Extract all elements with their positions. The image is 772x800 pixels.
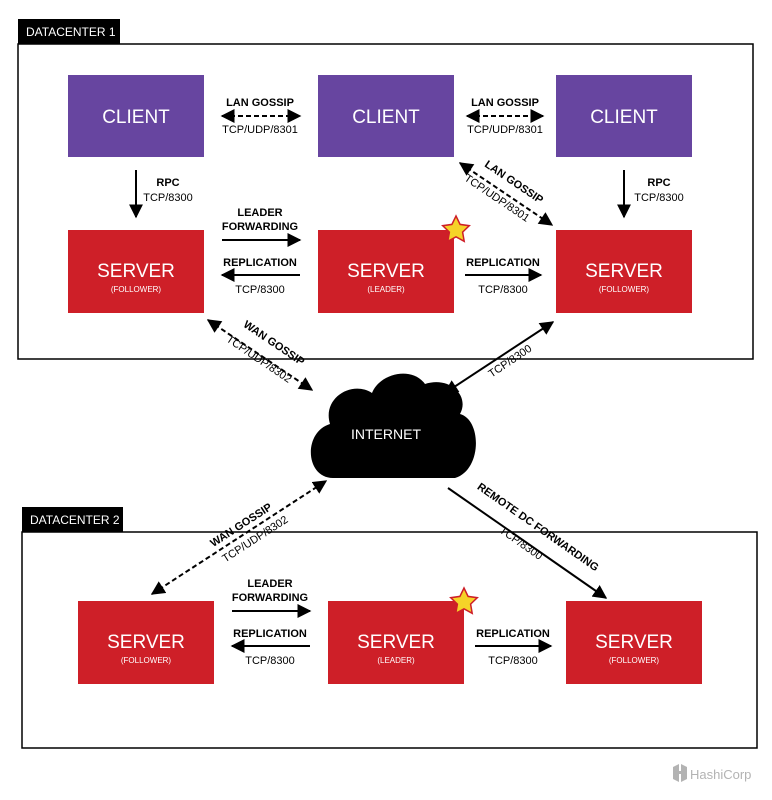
server-node-dc2-leader: SERVER (LEADER) [328,586,479,684]
server-title: SERVER [347,261,425,282]
internet-cloud: INTERNET [310,373,476,478]
replication-port: TCP/8300 [478,284,528,296]
replication-port: TCP/8300 [245,655,295,667]
rpc-label: RPC [647,177,670,189]
replication-port: TCP/8300 [488,655,538,667]
client-node-3: CLIENT [556,75,692,157]
client-node-2-title: CLIENT [352,107,420,128]
server-title: SERVER [97,261,175,282]
lan-gossip-port: TCP/UDP/8301 [222,124,298,136]
tcp-link-dc1-right: TCP/8300 [443,321,555,394]
lan-gossip-link-2: LAN GOSSIP TCP/UDP/8301 [465,97,545,136]
leader-forwarding-line2: FORWARDING [222,221,298,233]
datacenter-2: DATACENTER 2 SERVER (FOLLOWER) SERVER (L… [21,507,758,749]
client-node-1: CLIENT [68,75,204,157]
leader-forwarding-line1: LEADER [237,207,282,219]
remote-dc-forwarding-arrow [447,487,608,599]
rpc-port: TCP/8300 [634,192,684,204]
hashicorp-logo-icon [673,764,687,782]
cloud-icon [310,373,476,478]
internet-label: INTERNET [351,426,421,442]
server-title: SERVER [357,632,435,653]
lan-gossip-link-1: LAN GOSSIP TCP/UDP/8301 [220,97,302,136]
server-role: (FOLLOWER) [609,656,660,665]
lan-gossip-link-diagonal: LAN GOSSIP TCP/UDP/8301 [458,159,554,226]
wan-gossip-link-dc2: WAN GOSSIP TCP/UDP/8302 [150,480,328,595]
client-node-2: CLIENT [318,75,454,157]
server-role: (LEADER) [377,656,415,665]
wan-gossip-link-dc1: WAN GOSSIP TCP/UDP/8302 [206,319,314,391]
lan-gossip-label: LAN GOSSIP [471,97,539,109]
lan-gossip-diagonal-arrow [458,162,554,226]
remote-dc-forwarding-link: REMOTE DC FORWARDING TCP/8300 [447,481,608,599]
leader-forwarding-line1: LEADER [247,578,292,590]
rpc-link-left: RPC TCP/8300 [129,170,193,219]
lan-gossip-label: LAN GOSSIP [226,97,294,109]
datacenter-2-frame [21,531,758,749]
server-node-dc2-follower-left: SERVER (FOLLOWER) [78,601,214,684]
lan-gossip-port: TCP/UDP/8301 [467,124,543,136]
client-node-3-title: CLIENT [590,107,658,128]
datacenter-1-frame [17,43,754,360]
server-title: SERVER [585,261,663,282]
datacenter-2-tab [22,507,123,532]
server-role: (FOLLOWER) [121,656,172,665]
server-role: (FOLLOWER) [599,285,650,294]
leader-forwarding-link-dc2: LEADER FORWARDING [232,578,312,618]
server-node-dc1-follower-right: SERVER (FOLLOWER) [556,230,692,313]
rpc-link-right: RPC TCP/8300 [617,170,684,219]
replication-link-dc1-right: REPLICATION TCP/8300 [465,257,543,296]
replication-label: REPLICATION [476,628,550,640]
tcp-arrow [443,321,555,394]
replication-link-dc2-left: REPLICATION TCP/8300 [230,628,310,667]
leader-forwarding-line2: FORWARDING [232,592,308,604]
server-node-dc2-follower-right: SERVER (FOLLOWER) [566,601,702,684]
replication-link-dc1-left: REPLICATION TCP/8300 [220,257,300,296]
wan-gossip-arrow [150,480,328,595]
datacenter-1-label: DATACENTER 1 [26,25,116,39]
replication-label: REPLICATION [233,628,307,640]
hashicorp-brand: HashiCorp [673,764,751,782]
replication-port: TCP/8300 [235,284,285,296]
leader-forwarding-link-dc1: LEADER FORWARDING [222,207,302,247]
server-role: (LEADER) [367,285,405,294]
server-role: (FOLLOWER) [111,285,162,294]
client-node-1-title: CLIENT [102,107,170,128]
replication-label: REPLICATION [466,257,540,269]
rpc-label: RPC [156,177,179,189]
hashicorp-wordmark: HashiCorp [690,767,751,782]
datacenter-1: DATACENTER 1 CLIENT CLIENT CLIENT SERVER… [17,19,754,360]
replication-link-dc2-right: REPLICATION TCP/8300 [475,628,553,667]
leader-star-icon [449,586,479,615]
server-node-dc1-follower-left: SERVER (FOLLOWER) [68,230,204,313]
server-title: SERVER [595,632,673,653]
rpc-port: TCP/8300 [143,192,193,204]
datacenter-1-tab [18,19,120,44]
wan-gossip-arrow [206,319,314,391]
replication-label: REPLICATION [223,257,297,269]
datacenter-2-label: DATACENTER 2 [30,513,120,527]
server-node-dc1-leader: SERVER (LEADER) [318,214,471,313]
server-title: SERVER [107,632,185,653]
